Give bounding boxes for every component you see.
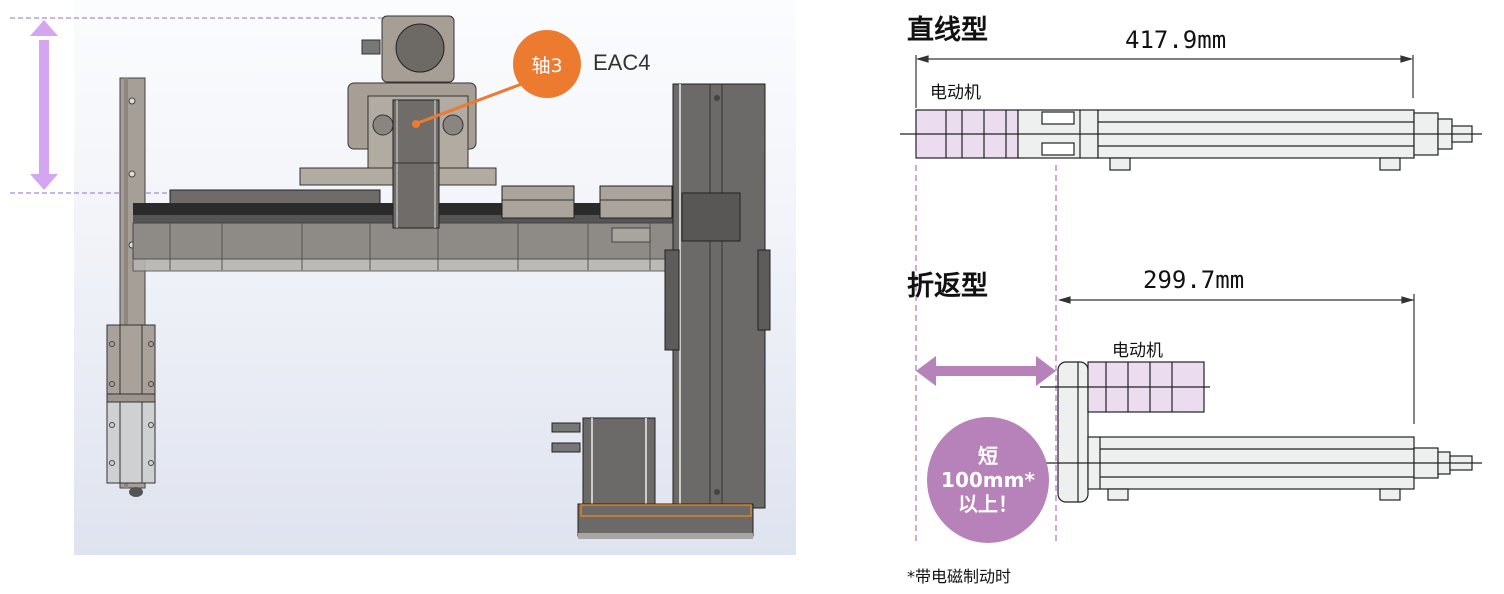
axis3-carriage	[299, 15, 497, 229]
left-slider-block	[106, 324, 156, 497]
folded-dimension-line	[1057, 294, 1415, 424]
straight-type-title: 直线型	[907, 15, 988, 46]
bottom-motor-base	[551, 417, 754, 539]
folded-motor-label: 电动机	[1112, 341, 1163, 361]
straight-actuator	[900, 109, 1482, 171]
footnote: *带电磁制动时	[907, 567, 1012, 586]
straight-dimension-label: 417.9mm	[1125, 26, 1227, 54]
callout-leader-dot	[412, 120, 420, 128]
axis3-callout-badge: 轴3	[513, 30, 581, 98]
straight-motor-label: 电动机	[930, 83, 981, 103]
folded-type-title: 折返型	[907, 271, 988, 302]
right-vertical-column	[664, 83, 771, 509]
folded-actuator	[1040, 361, 1482, 503]
savings-badge-line3: 以上！	[958, 492, 1018, 516]
savings-badge: 短 100mm* 以上！	[927, 417, 1049, 543]
savings-double-arrow-icon	[916, 356, 1056, 386]
height-double-arrow-icon	[30, 20, 58, 190]
straight-dimension-line	[915, 55, 1414, 108]
savings-badge-line1: 短	[978, 444, 998, 468]
callout-leader-line	[414, 80, 528, 126]
savings-badge-line2: 100mm*	[941, 468, 1035, 492]
axis3-model-label: EAC4	[593, 50, 651, 75]
folded-dimension-label: 299.7mm	[1143, 266, 1245, 294]
